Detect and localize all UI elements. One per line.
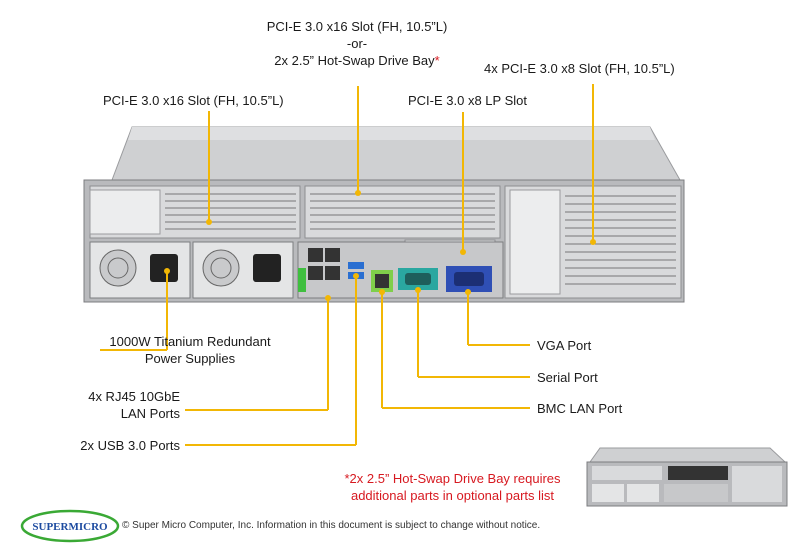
callout-pcie-x16-top: PCI-E 3.0 x16 Slot (FH, 10.5”L) -or- 2x … bbox=[252, 18, 462, 69]
callout-bmc-lan-port: BMC LAN Port bbox=[537, 401, 623, 416]
note-line2: additional parts in optional parts list bbox=[350, 488, 555, 503]
callout-power-line1: 1000W Titanium Redundant bbox=[109, 334, 271, 349]
optional-parts-note: *2x 2.5” Hot-Swap Drive Bay requires add… bbox=[325, 470, 580, 504]
note-line1: *2x 2.5” Hot-Swap Drive Bay requires bbox=[344, 471, 561, 486]
power-supply-1 bbox=[89, 241, 191, 299]
callout-usb-ports: 2x USB 3.0 Ports bbox=[80, 438, 180, 453]
copyright-notice: © Super Micro Computer, Inc. Information… bbox=[122, 520, 541, 531]
callout-serial-port: Serial Port bbox=[537, 370, 598, 385]
left-slot-grille bbox=[89, 185, 301, 239]
callout-power-supplies: 1000W Titanium Redundant Power Supplies bbox=[90, 333, 290, 367]
thumbnail-chassis bbox=[586, 447, 788, 507]
callout-lan-line2: LAN Ports bbox=[120, 406, 180, 421]
callout-lan-line1: 4x RJ45 10GbE bbox=[88, 389, 180, 404]
callout-pcie-x16-top-line1: PCI-E 3.0 x16 Slot (FH, 10.5”L) bbox=[266, 19, 448, 34]
callout-pcie-x16-top-line2: -or- bbox=[346, 36, 368, 51]
power-supply-2 bbox=[192, 241, 294, 299]
drive-bay-text: 2x 2.5” Hot-Swap Drive Bay bbox=[274, 53, 435, 68]
callout-lan-ports: 4x RJ45 10GbE LAN Ports bbox=[40, 388, 180, 422]
callout-pcie-x8-lp: PCI-E 3.0 x8 LP Slot bbox=[408, 93, 527, 108]
callout-pcie-x16-top-line3: 2x 2.5” Hot-Swap Drive Bay* bbox=[252, 52, 462, 69]
supermicro-logo: SUPERMICRO bbox=[20, 509, 120, 543]
callout-pcie-x8-4x: 4x PCI-E 3.0 x8 Slot (FH, 10.5”L) bbox=[484, 61, 675, 76]
callout-pcie-x16-left: PCI-E 3.0 x16 Slot (FH, 10.5”L) bbox=[103, 93, 284, 108]
callout-vga-port: VGA Port bbox=[537, 338, 592, 353]
asterisk-mark: * bbox=[434, 53, 440, 68]
io-panel bbox=[297, 241, 504, 299]
callout-lines bbox=[100, 84, 594, 446]
callout-power-line2: Power Supplies bbox=[144, 351, 236, 366]
svg-text:SUPERMICRO: SUPERMICRO bbox=[32, 521, 108, 533]
